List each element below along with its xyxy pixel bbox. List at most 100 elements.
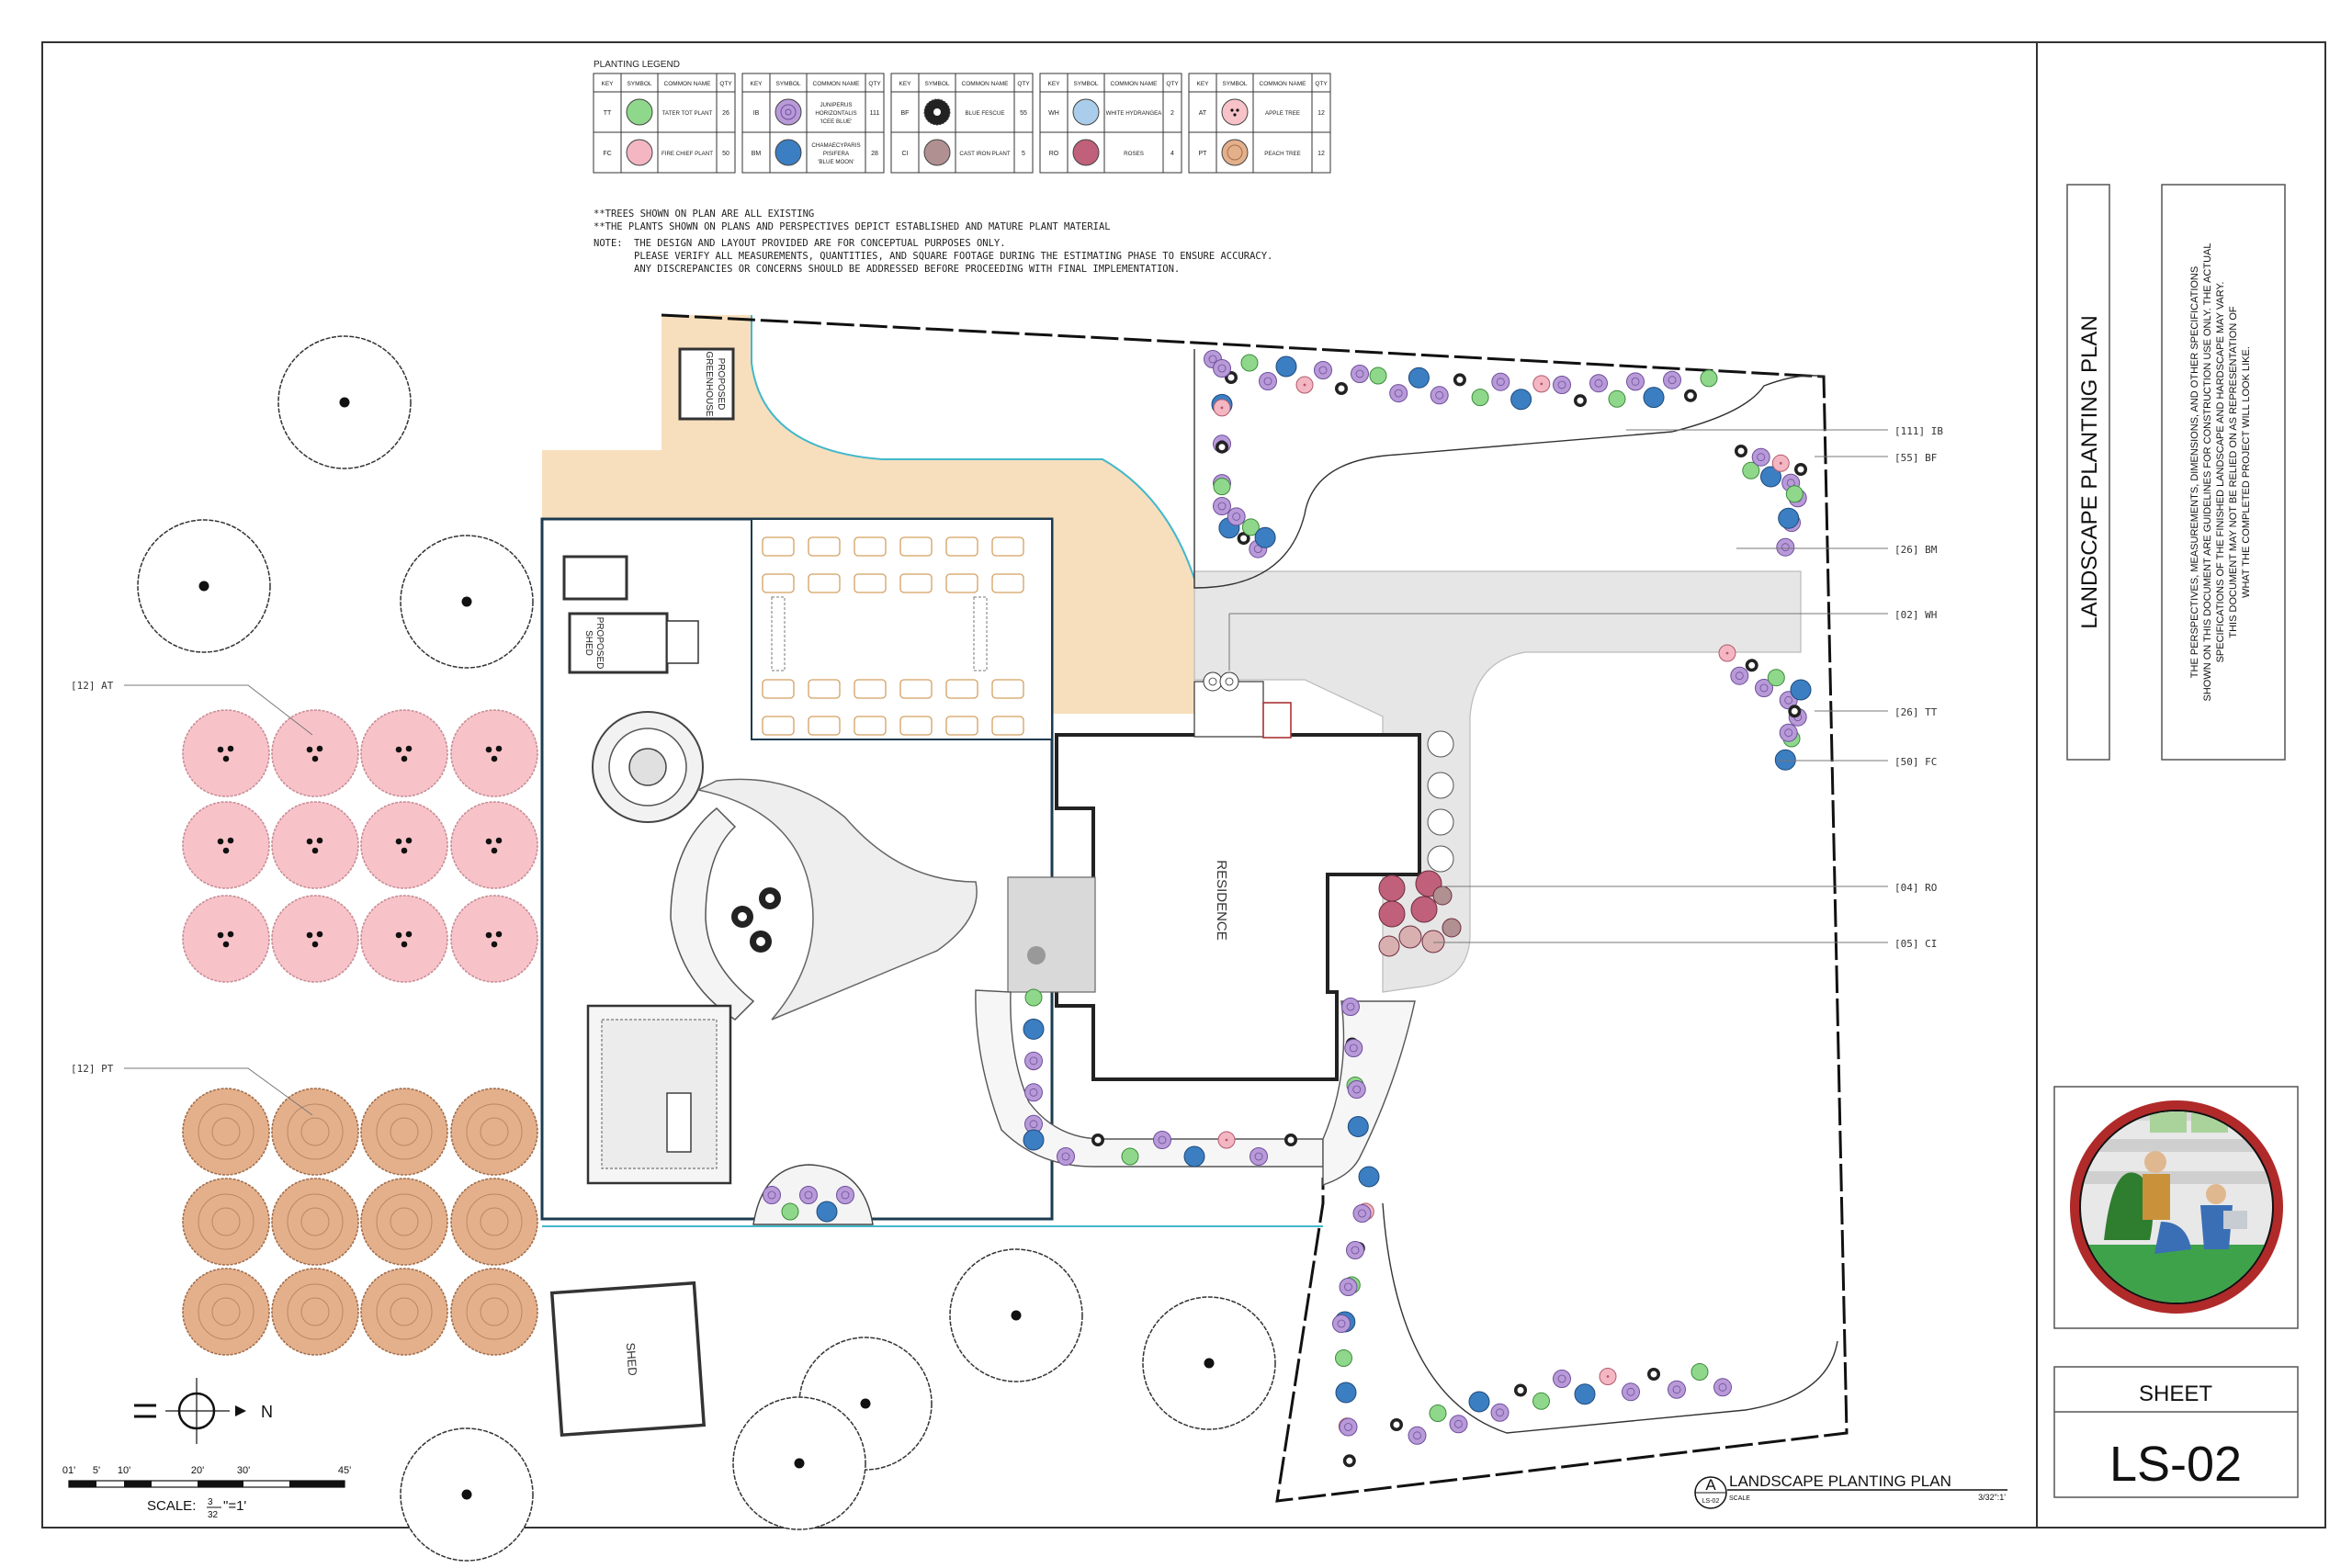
shrub — [1599, 1368, 1617, 1385]
raised-bed — [899, 679, 933, 699]
shrub — [1532, 1392, 1550, 1410]
shrub — [1713, 1378, 1732, 1397]
shrub — [1794, 463, 1807, 476]
raised-bed — [854, 716, 887, 736]
disclaimer-line: WHAT THE COMPLETED PROJECT WILL LOOK LIK… — [2241, 346, 2252, 598]
shrub — [1429, 1404, 1447, 1422]
legend-qty: 26 — [722, 110, 729, 117]
shrub — [1352, 1204, 1372, 1223]
shrub — [1574, 394, 1587, 408]
shrub — [1217, 1131, 1236, 1149]
shrub — [1668, 1380, 1686, 1399]
sheet-label: SHEET — [2139, 1382, 2212, 1406]
roses-and-cast-iron — [1378, 870, 1462, 957]
raised-bed — [899, 573, 933, 593]
legend-key: CI — [902, 151, 909, 157]
drawing-title-scale-label: SCALE — [1729, 1495, 1750, 1502]
gravel-edge — [751, 315, 1195, 580]
shrub — [1532, 375, 1551, 393]
shrub — [1240, 354, 1259, 372]
sheet-number: LS-02 — [2109, 1437, 2242, 1492]
shrub — [1589, 374, 1608, 393]
curved-walk — [670, 807, 755, 1021]
shrub — [1213, 399, 1231, 417]
apple-tree — [271, 801, 359, 889]
raised-bed — [854, 573, 887, 593]
shrub — [1690, 1363, 1709, 1381]
legend-header: QTY — [1315, 81, 1328, 87]
existing-tree — [949, 1248, 1083, 1382]
driveway — [1193, 570, 1802, 993]
peach-tree — [360, 1268, 448, 1356]
shrub — [1771, 454, 1790, 472]
legend-symbol-icon — [775, 139, 802, 166]
legend-key: IB — [753, 110, 760, 117]
shrub — [1608, 389, 1626, 408]
proposed-shed-small — [562, 555, 628, 601]
legend-common-name: APPLE TREE — [1265, 110, 1300, 117]
shrub — [1574, 1383, 1596, 1405]
shed-label: SHED — [624, 1342, 639, 1376]
shrub — [1023, 1129, 1045, 1151]
legend-header: SYMBOL — [775, 81, 800, 87]
scale-suffix: "=1' — [223, 1498, 246, 1514]
legend-header: QTY — [868, 81, 881, 87]
shrub — [1647, 1368, 1660, 1381]
note-plants: **THE PLANTS SHOWN ON PLANS AND PERSPECT… — [594, 221, 1111, 232]
peach-tree — [450, 1178, 538, 1266]
callout-wh: [02] WH — [1894, 609, 1937, 621]
shrub — [1344, 1039, 1363, 1057]
shrub — [836, 1186, 854, 1204]
existing-tree — [1142, 1296, 1276, 1430]
foundation-shrubs — [1427, 730, 1454, 873]
shrub — [1774, 749, 1796, 771]
drawing-title-ref: LS-02 — [1702, 1498, 1720, 1505]
legend-header: SYMBOL — [1073, 81, 1098, 87]
shrub — [1778, 507, 1800, 529]
legend-header: SYMBOL — [924, 81, 949, 87]
raised-bed — [991, 716, 1024, 736]
shrub — [1390, 1418, 1403, 1431]
shrub — [1213, 478, 1231, 496]
front-bed-edge — [1193, 349, 1825, 589]
shed — [549, 1280, 707, 1438]
legend-common-name: CAST IRON PLANT — [959, 151, 1010, 157]
sidebar-title-box — [2066, 184, 2110, 761]
trellis — [973, 596, 988, 671]
proposed-shed — [568, 612, 669, 674]
note-trees: **TREES SHOWN ON PLAN ARE ALL EXISTING — [594, 209, 814, 220]
legend-key: AT — [1199, 110, 1207, 117]
shrub — [1471, 389, 1489, 407]
existing-tree — [277, 335, 412, 469]
callout-bm: [26] BM — [1894, 544, 1938, 556]
legend-common-name: CHAMAECYPARIS — [811, 142, 860, 149]
shrub — [1342, 1454, 1356, 1468]
legend-key: BF — [901, 110, 910, 117]
shrub — [1718, 644, 1736, 662]
shrub — [1213, 497, 1231, 515]
drawing-title-text: LANDSCAPE PLANTING PLAN — [1729, 1472, 1951, 1490]
legend-qty: 12 — [1317, 110, 1325, 117]
callout-bf: [55] BF — [1894, 452, 1937, 464]
shrub — [1684, 389, 1697, 402]
raised-bed — [808, 679, 841, 699]
shrub — [1275, 355, 1297, 378]
shrub — [1408, 1426, 1427, 1445]
shrub — [1449, 1415, 1468, 1434]
shrub — [1351, 365, 1369, 383]
legend-header: QTY — [1017, 81, 1030, 87]
porch — [1007, 876, 1096, 993]
shrub — [1254, 526, 1276, 548]
legend-common-name: PISIFERA — [823, 151, 850, 157]
north-arrow: N — [134, 1378, 273, 1444]
callout-ib: [111] IB — [1894, 425, 1943, 437]
shrub — [1358, 1166, 1380, 1188]
note-line-1: THE DESIGN AND LAYOUT PROVIDED ARE FOR C… — [634, 238, 1006, 249]
shrub — [1024, 1083, 1043, 1102]
legend-header: KEY — [750, 81, 763, 87]
shrub — [763, 1186, 781, 1204]
